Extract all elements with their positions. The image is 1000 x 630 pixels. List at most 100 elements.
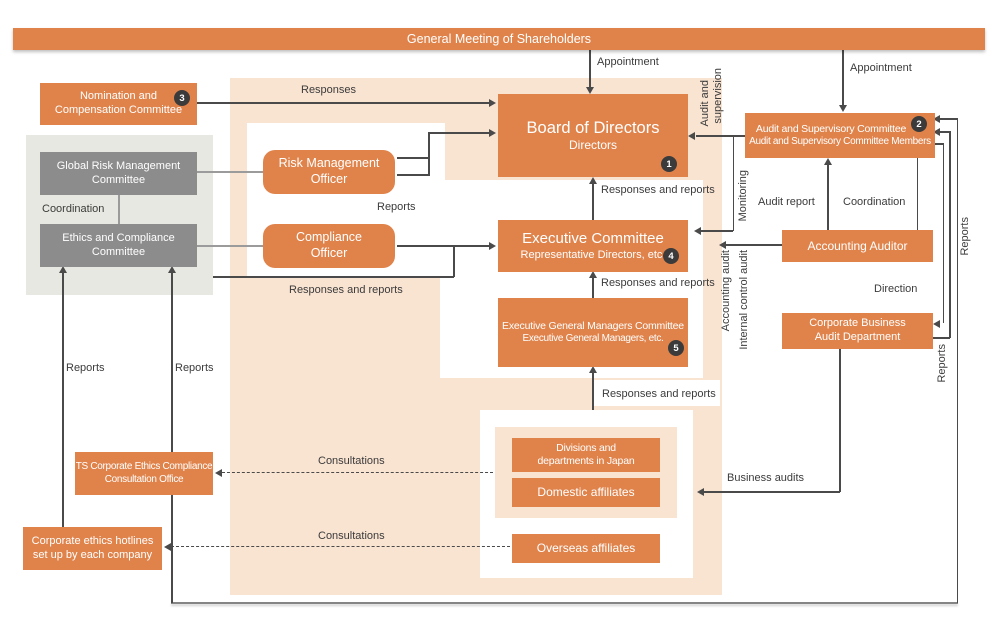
node-corporate-business-audit: Corporate Business Audit Department — [782, 313, 933, 349]
accounting-audit-line — [726, 244, 782, 246]
global-risk-line2: Committee — [91, 173, 146, 186]
ethics-responses-riser — [453, 246, 455, 277]
label-reports-left-2: Reports — [175, 362, 214, 374]
label-appointment-right: Appointment — [850, 62, 912, 74]
label-audit-report: Audit report — [758, 196, 815, 208]
node-ts-consultation-office: TS Corporate Ethics Compliance Consultat… — [75, 452, 213, 495]
arrowhead-direction — [933, 319, 940, 328]
label-responses: Responses — [301, 84, 357, 96]
arrowhead-consultations-2 — [164, 543, 171, 551]
business-audits-riser — [839, 349, 841, 492]
executive-committee-subtitle: Representative Directors, etc. — [520, 248, 666, 261]
coordination-left-link — [118, 195, 120, 224]
audit-committee-title: Audit and Supervisory Committee — [755, 122, 907, 135]
badge-4: 4 — [663, 248, 679, 264]
overseas-affiliates-title: Overseas affiliates — [536, 541, 636, 555]
arrowhead-accounting-audit — [719, 240, 726, 249]
monitoring-riser — [732, 136, 734, 231]
consultations-line-2 — [171, 546, 510, 547]
label-reports-right-frame: Reports — [959, 217, 971, 256]
node-executive-committee: Executive Committee Representative Direc… — [498, 220, 688, 272]
compliance-officer-line1: Compliance — [295, 230, 362, 245]
divisions-line1: Divisions and — [556, 441, 616, 454]
ts-office-line2: Consultation Office — [104, 473, 184, 485]
egm-committee-title: Executive General Managers Committee — [502, 319, 684, 332]
arrowhead-audit-supervision — [688, 131, 695, 140]
globalrisk-officer-link — [197, 171, 263, 173]
arrowhead-frame-reports — [168, 266, 176, 273]
frame-to-committee — [938, 118, 957, 120]
global-risk-line1: Global Risk Management — [56, 159, 181, 172]
label-business-audits: Business audits — [727, 472, 805, 484]
ethics-officer-link — [197, 245, 263, 247]
compliance-officer-line2: Officer — [310, 246, 348, 260]
node-nomination-committee: Nomination and Compensation Committee — [40, 83, 197, 125]
cbad-line2: Audit Department — [814, 331, 901, 343]
compliance-to-exec — [397, 245, 490, 247]
risk-officer-stub-2 — [397, 174, 429, 176]
cbad-to-committee — [938, 131, 950, 133]
node-risk-management-officer: Risk Management Officer — [263, 150, 395, 194]
arrowhead-responses — [489, 99, 496, 107]
frame-reports-line — [171, 272, 173, 603]
frame-bottom-line — [171, 602, 958, 604]
arrowhead-officer-board — [489, 129, 496, 137]
hotline-reports-line — [62, 272, 64, 527]
frame-right-riser — [956, 118, 958, 603]
node-global-risk-committee: Global Risk Management Committee — [40, 152, 197, 195]
badge-3: 3 — [174, 90, 190, 106]
node-ethics-committee: Ethics and Compliance Committee — [40, 224, 197, 267]
audit-committee-subtitle: Audit and Supervisory Committee Members — [749, 135, 931, 147]
label-reports-officer: Reports — [377, 201, 416, 213]
cbad-reports-riser — [949, 131, 951, 338]
arrowhead-monitoring — [694, 226, 701, 235]
egm-committee-subtitle: Executive General Managers, etc. — [522, 332, 664, 344]
label-coordination-right: Coordination — [843, 196, 906, 208]
node-compliance-officer: Compliance Officer — [263, 224, 395, 268]
ethics-responses-line — [213, 276, 454, 278]
egmc-to-exec-line — [592, 277, 594, 298]
arrowhead-ops-egmc — [589, 366, 597, 373]
responses-line — [197, 102, 489, 104]
appointment-right-line — [842, 50, 844, 107]
cbad-line1: Corporate Business — [809, 317, 906, 330]
label-coordination-left: Coordination — [42, 203, 105, 215]
domestic-affiliates-title: Domestic affiliates — [537, 485, 635, 499]
label-responses-reports-egmc: Responses and reports — [602, 388, 716, 400]
node-ethics-hotlines: Corporate ethics hotlines set up by each… — [23, 527, 162, 570]
exec-to-board-line — [592, 183, 594, 220]
business-audits-line — [704, 491, 840, 493]
label-accounting-audit: Accounting audit — [720, 250, 732, 332]
badge-5: 5 — [668, 340, 684, 356]
ethics-line1: Ethics and Compliance — [62, 231, 175, 244]
appointment-left-line — [589, 50, 591, 89]
node-overseas-affiliates: Overseas affiliates — [512, 534, 660, 563]
arrowhead-compliance-exec — [489, 242, 496, 250]
arrowhead-cbad-committee — [933, 127, 940, 136]
ts-office-line1: TS Corporate Ethics Compliance — [75, 461, 213, 472]
label-responses-reports-exec: Responses and reports — [601, 277, 715, 289]
nomination-line2: Compensation Committee — [54, 104, 183, 116]
board-subtitle: Directors — [568, 138, 617, 153]
label-reports-left-1: Reports — [66, 362, 105, 374]
consultations-line-1 — [222, 472, 493, 473]
node-domestic-affiliates: Domestic affiliates — [512, 478, 660, 507]
hotlines-line2: set up by each company — [32, 548, 153, 561]
arrowhead-consultations-1 — [215, 469, 222, 477]
executive-committee-title: Executive Committee — [522, 229, 664, 247]
node-egm-committee: Executive General Managers Committee Exe… — [498, 298, 688, 367]
direction-riser — [942, 143, 944, 323]
accounting-auditor-title: Accounting Auditor — [807, 238, 908, 253]
badge-2: 2 — [911, 116, 927, 132]
label-supervision: supervision — [712, 68, 724, 124]
board-title: Board of Directors — [526, 118, 660, 137]
label-reports-right-cbad: Reports — [936, 344, 948, 383]
coordination-right-line — [916, 158, 918, 230]
audit-report-line — [827, 165, 829, 230]
risk-officer-to-board — [428, 132, 490, 134]
label-responses-reports-board: Responses and reports — [601, 184, 715, 196]
label-responses-reports-compliance: Responses and reports — [289, 284, 403, 296]
node-audit-supervisory-committee: Audit and Supervisory Committee Audit an… — [745, 113, 935, 158]
direction-stub — [935, 143, 943, 145]
